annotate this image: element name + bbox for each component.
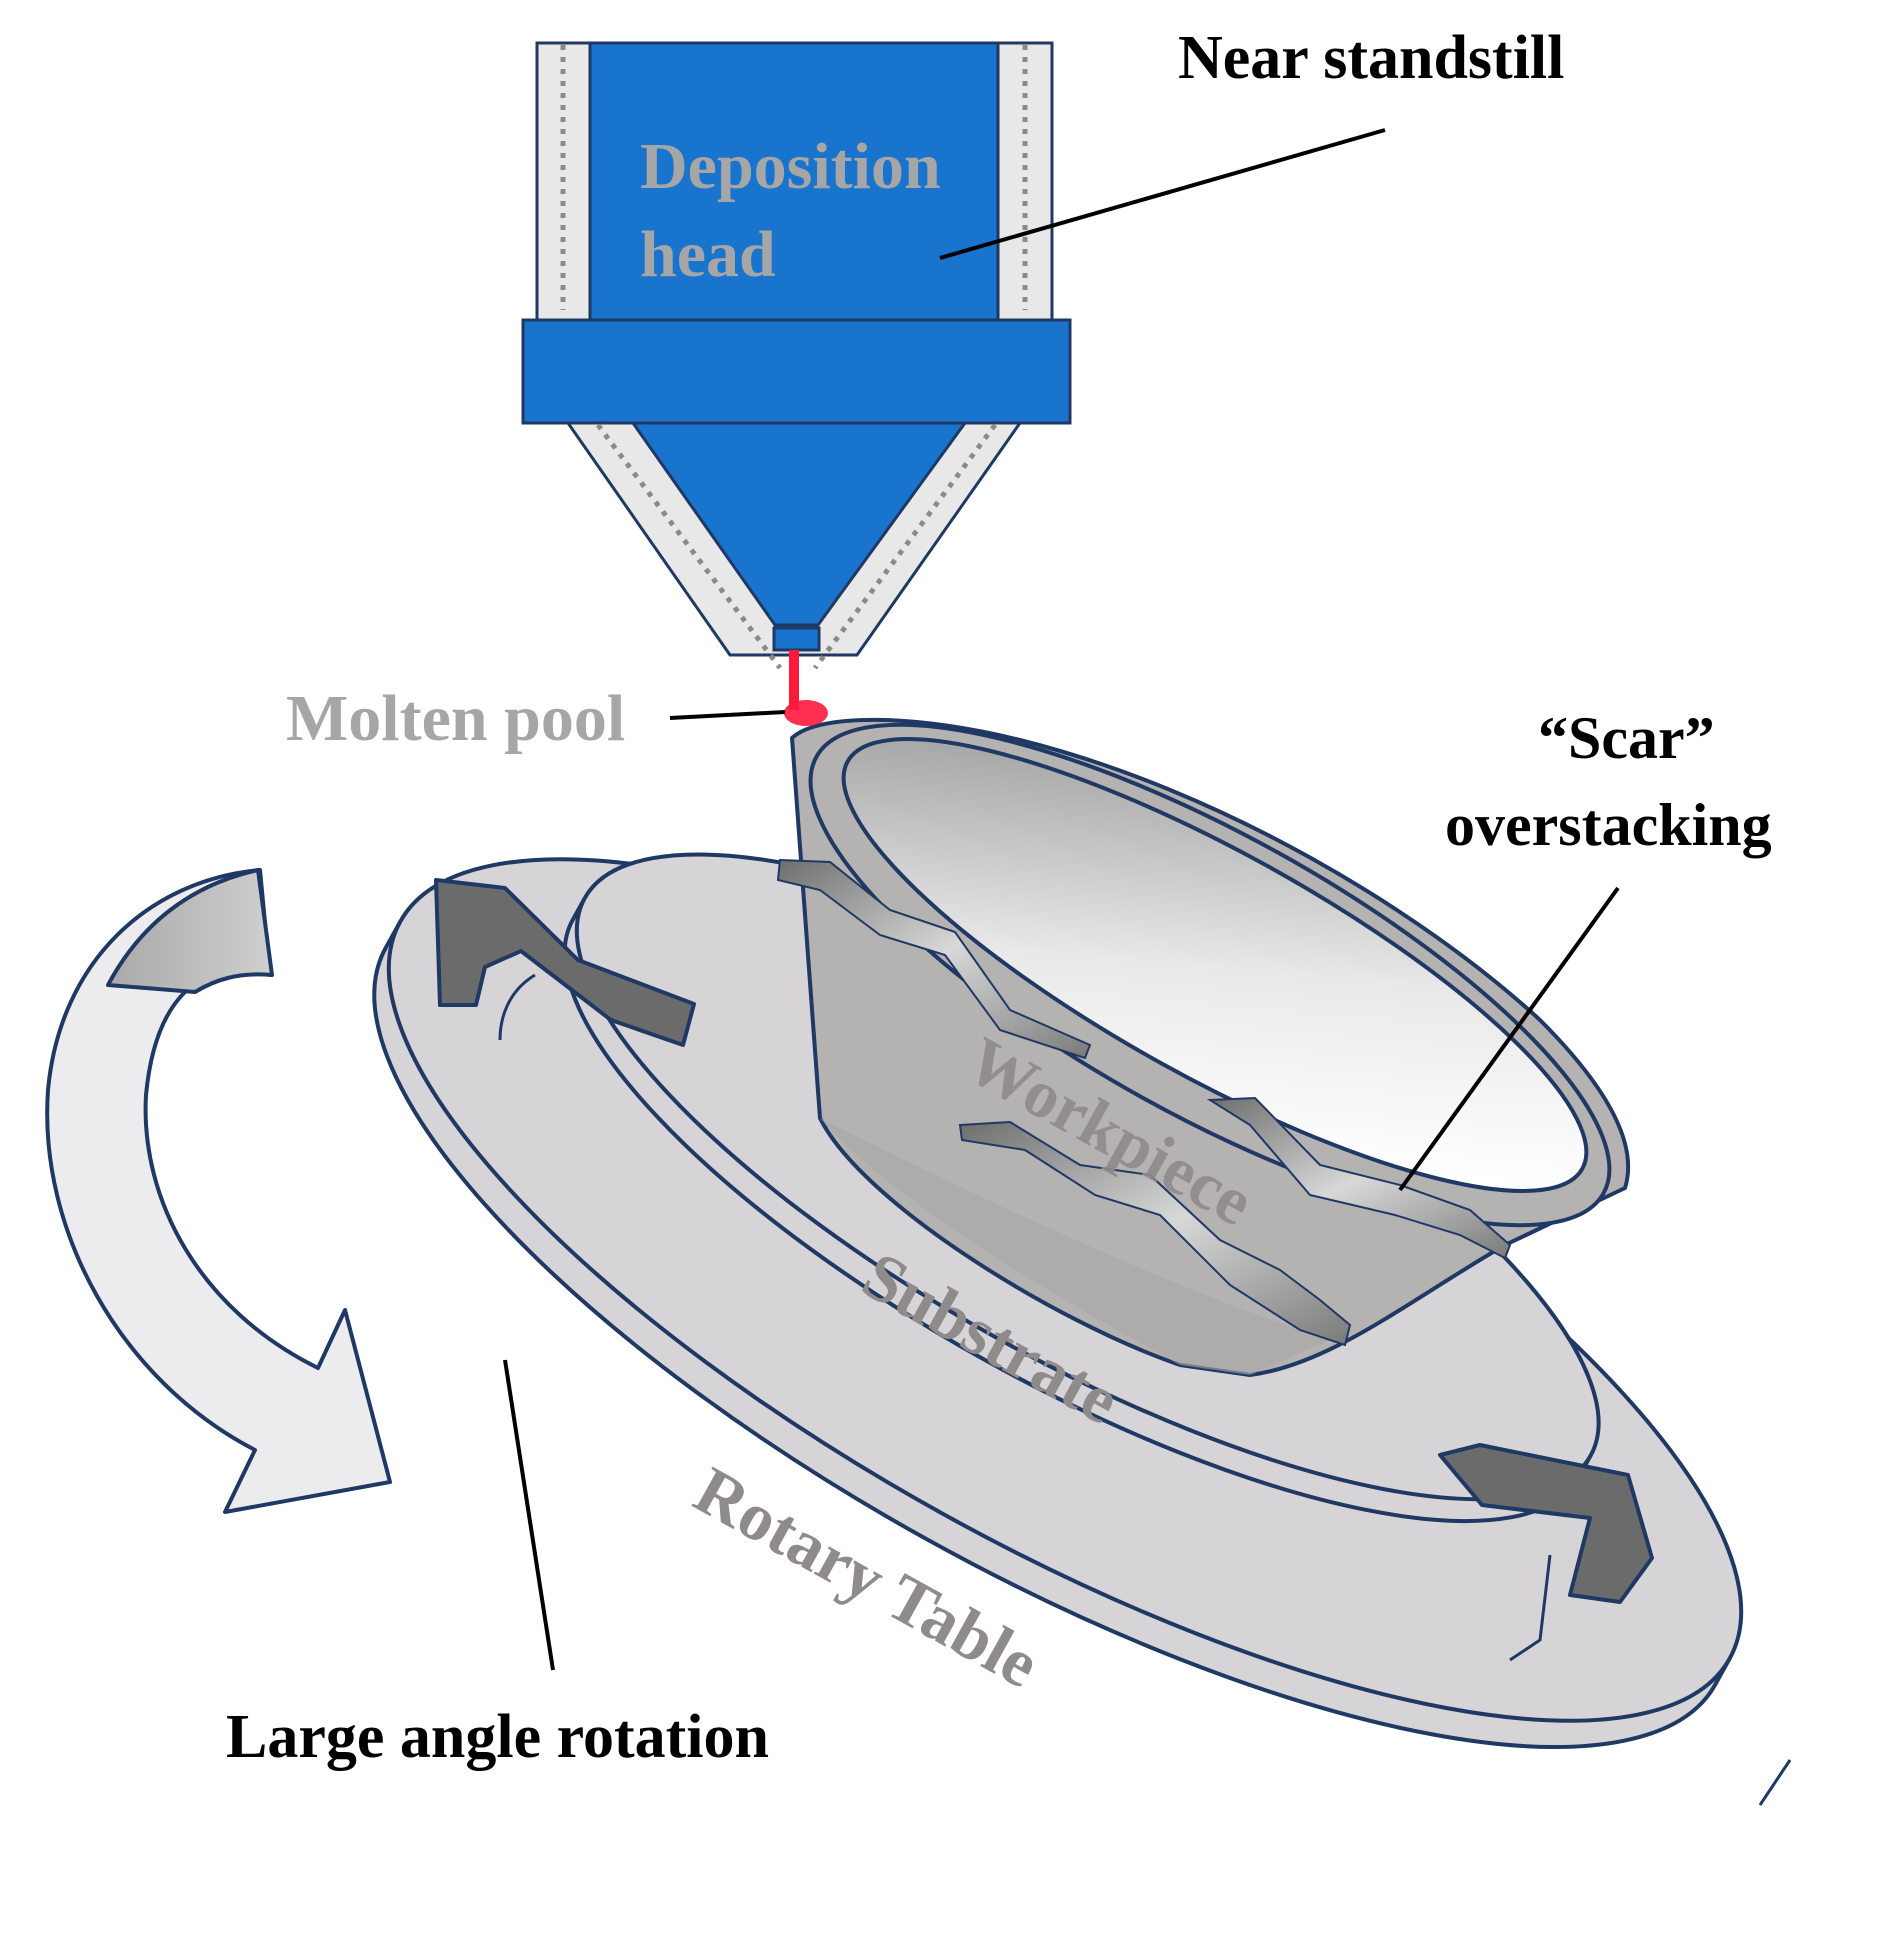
scar-label-line2: overstacking xyxy=(1445,792,1772,858)
laser-beam xyxy=(789,650,799,710)
large-angle-rotation-label: Large angle rotation xyxy=(226,1703,769,1771)
workpiece xyxy=(776,717,1631,1377)
deposition-head-label-line1: Deposition xyxy=(640,130,941,203)
deposition-head-label-line2: head xyxy=(640,218,776,291)
molten-pool-marker xyxy=(784,700,828,726)
near-standstill-label: Near standstill xyxy=(1178,24,1564,92)
molten-pool-leader xyxy=(669,710,786,720)
table-direction-arrow-bottom-icon xyxy=(1438,1443,1654,1662)
scar-label-line1: “Scar” xyxy=(1538,705,1715,771)
table-direction-arrow-top-icon xyxy=(434,878,696,1047)
deposition-head xyxy=(521,41,1072,670)
table-edge-line xyxy=(1758,1759,1792,1806)
near-standstill-leader xyxy=(939,128,1386,260)
molten-pool-label: Molten pool xyxy=(286,682,625,755)
scar-leader xyxy=(1398,886,1620,1192)
rotation-arrow-icon xyxy=(45,868,392,1514)
rotation-leader xyxy=(503,1359,555,1671)
